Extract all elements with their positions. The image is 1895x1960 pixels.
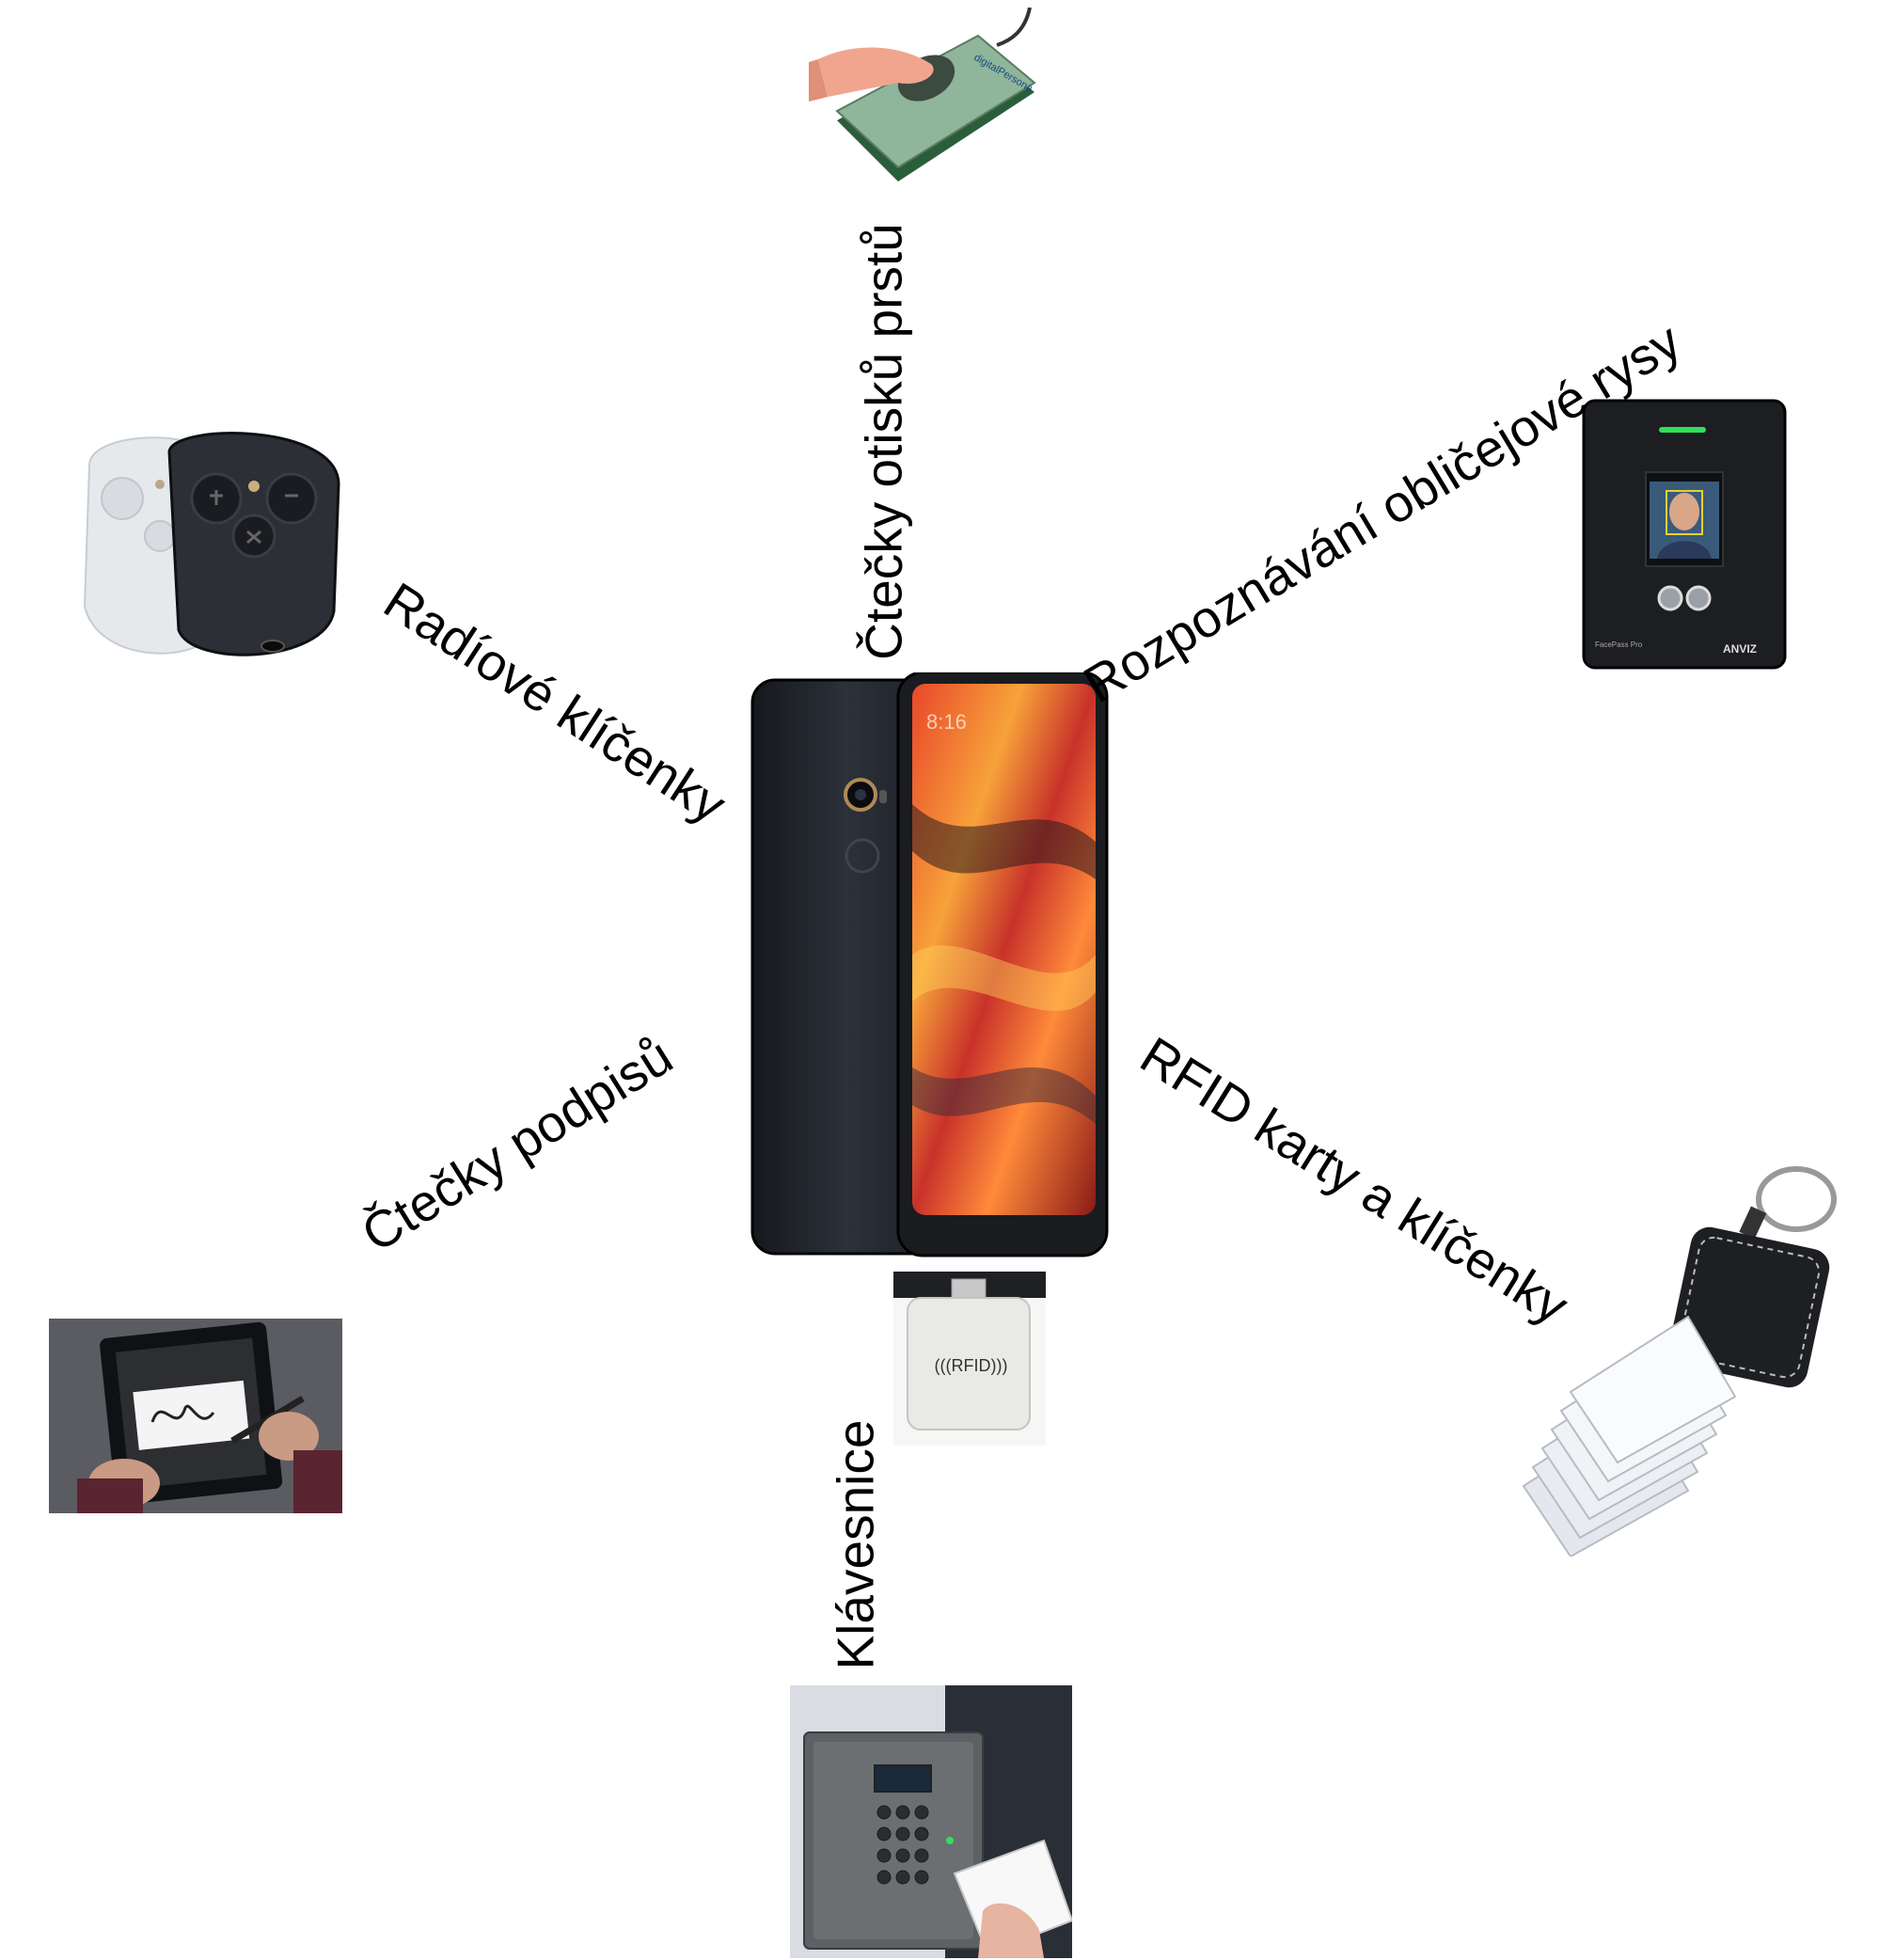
signature-tablet-image: [49, 1319, 342, 1513]
svg-text:ANVIZ: ANVIZ: [1723, 642, 1757, 656]
smartphones: 8:16: [750, 672, 1109, 1257]
rfid-card-stack: [1522, 1315, 1737, 1557]
label-signature-readers: Čtečky podpisů: [351, 1026, 683, 1263]
svg-text:8:16: 8:16: [926, 710, 967, 734]
phone-front: 8:16: [896, 672, 1109, 1257]
label-fingerprint-readers: Čtečky otisků prstů: [854, 223, 913, 660]
fingerprint-reader-image: digitalPersona: [809, 8, 1036, 182]
rfid-module-text: (((RFID))): [934, 1356, 1008, 1375]
radio-key-fobs-image: [83, 432, 340, 656]
rfid-usb-module-image: [893, 1272, 1046, 1446]
label-radio-key-fobs: Radíové klíčenky: [373, 571, 736, 835]
label-keypad: Klávesnice: [826, 1419, 885, 1670]
face-recognition-terminal-image: FacePass Pro ANVIZ: [1582, 399, 1787, 670]
svg-text:FacePass Pro: FacePass Pro: [1595, 640, 1643, 649]
rfid-cards-and-fob-image: [1522, 1166, 1837, 1557]
keypad-terminal-image: [790, 1685, 1072, 1958]
